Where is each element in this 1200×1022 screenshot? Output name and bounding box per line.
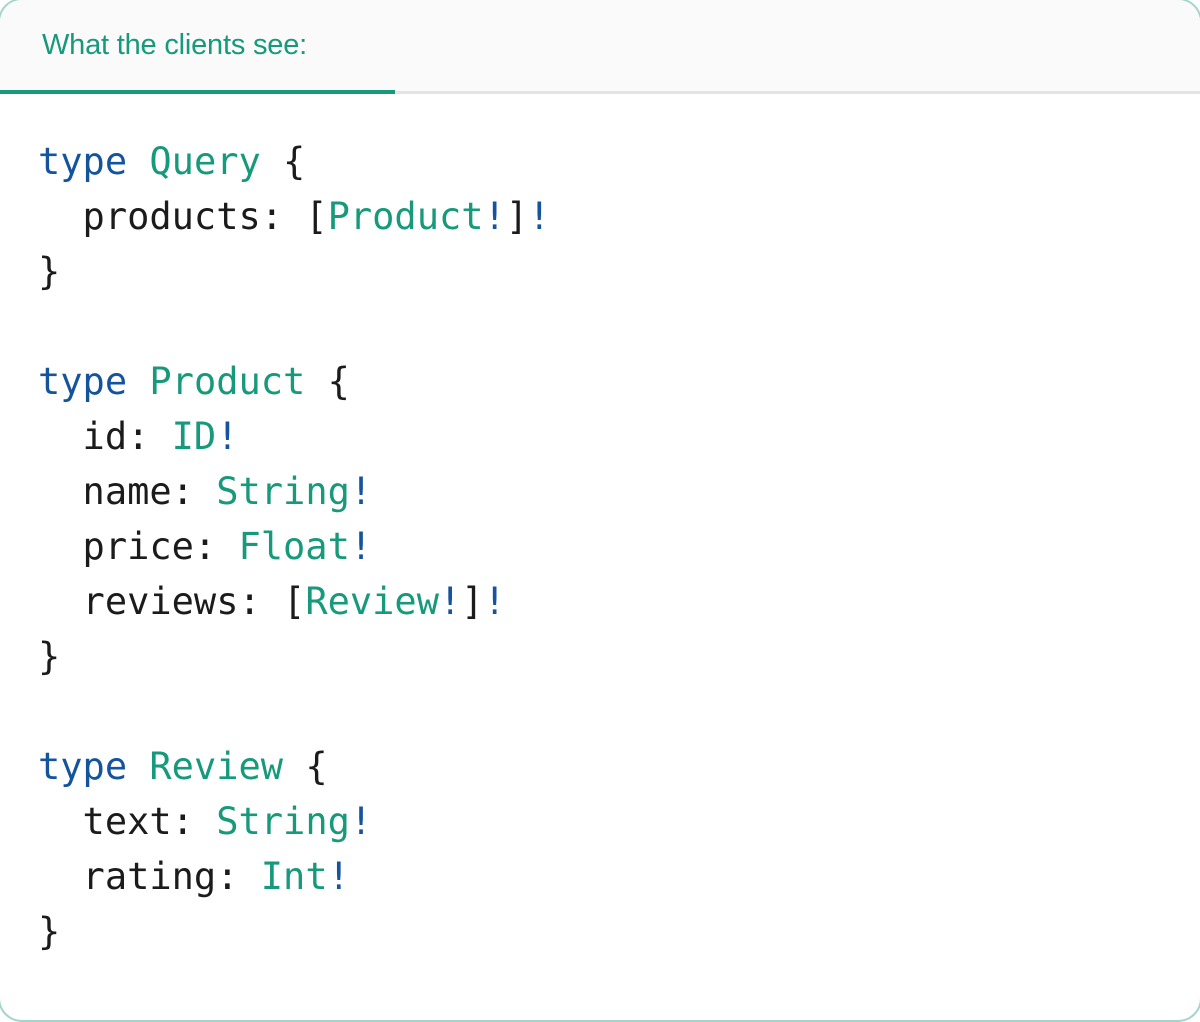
code-token-plain: } <box>38 910 61 953</box>
code-token-type: Float <box>238 525 350 568</box>
code-token-plain <box>127 745 149 788</box>
code-token-plain <box>127 140 149 183</box>
code-token-bang: ! <box>528 195 551 238</box>
code-token-bang: ! <box>327 855 350 898</box>
code-line-blank <box>38 684 1180 739</box>
code-line: } <box>38 904 1180 959</box>
tab-label: What the clients see: <box>42 29 307 61</box>
code-token-bang: ! <box>216 415 239 458</box>
code-line: type Review { <box>38 739 1180 794</box>
code-token-type: Product <box>149 360 306 403</box>
code-token-plain: price: <box>38 525 239 568</box>
code-token-plain: text: <box>38 800 217 843</box>
code-token-type: Review <box>305 580 439 623</box>
code-token-keyword: type <box>38 140 128 183</box>
code-line: type Query { <box>38 134 1180 189</box>
tab-what-clients-see[interactable]: What the clients see: <box>0 0 395 94</box>
tab-bar: What the clients see: <box>0 0 1200 94</box>
code-line: text: String! <box>38 794 1180 849</box>
code-token-plain: name: <box>38 470 217 513</box>
code-token-type: String <box>216 800 350 843</box>
code-token-bang: ! <box>483 195 506 238</box>
code-token-keyword: type <box>38 360 128 403</box>
code-token-type: ID <box>171 415 217 458</box>
code-line: } <box>38 244 1180 299</box>
code-line: price: Float! <box>38 519 1180 574</box>
code-token-bang: ! <box>349 470 373 513</box>
code-block: type Query { products: [Product!]!} type… <box>0 94 1200 959</box>
code-token-bang: ! <box>438 580 462 623</box>
code-line: id: ID! <box>38 409 1180 464</box>
code-token-plain <box>127 360 149 403</box>
code-token-type: Product <box>327 195 484 238</box>
code-token-plain: { <box>283 745 328 788</box>
code-token-plain: rating: <box>38 855 261 898</box>
code-line-blank <box>38 299 1180 354</box>
code-token-type: Query <box>149 140 261 183</box>
code-line: reviews: [Review!]! <box>38 574 1180 629</box>
code-line: products: [Product!]! <box>38 189 1180 244</box>
code-token-bang: ! <box>349 800 373 843</box>
code-token-type: Int <box>260 855 328 898</box>
code-token-plain: products: [ <box>38 195 328 238</box>
code-token-plain: { <box>260 140 306 183</box>
code-token-plain: reviews: [ <box>38 580 306 623</box>
code-token-bang: ! <box>349 525 373 568</box>
code-line: name: String! <box>38 464 1180 519</box>
code-token-plain: ] <box>505 195 529 238</box>
code-line: type Product { <box>38 354 1180 409</box>
code-line: } <box>38 629 1180 684</box>
code-token-type: String <box>216 470 350 513</box>
code-token-plain: id: <box>38 415 172 458</box>
code-line: rating: Int! <box>38 849 1180 904</box>
code-token-keyword: type <box>38 745 128 788</box>
code-token-plain: ] <box>461 580 484 623</box>
code-token-plain: { <box>305 360 350 403</box>
code-token-bang: ! <box>483 580 506 623</box>
code-token-plain: } <box>38 250 61 293</box>
code-token-type: Review <box>149 745 284 788</box>
code-token-plain: } <box>38 635 61 678</box>
